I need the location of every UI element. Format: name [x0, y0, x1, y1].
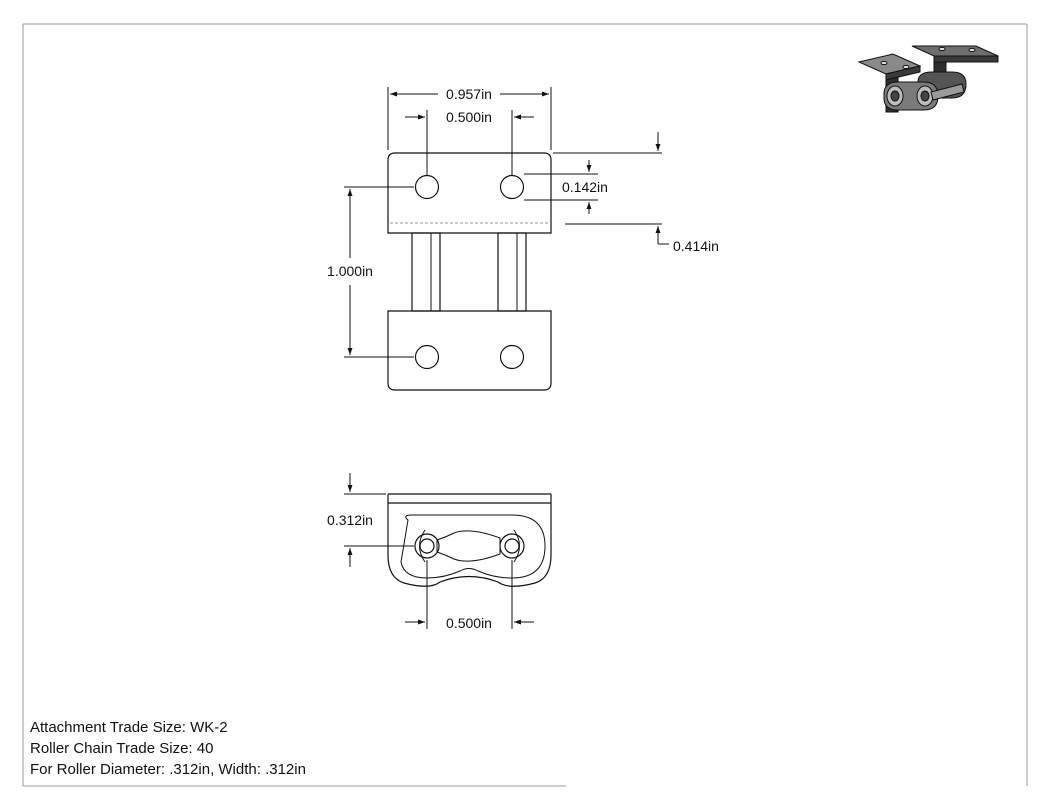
dim-label: 0.500in: [446, 615, 492, 631]
sprocket-arc: [513, 529, 520, 563]
mount-hole: [499, 344, 525, 370]
dim-side-height: [344, 473, 414, 567]
upper-plate: [387, 152, 552, 234]
dim-hole-spacing-side: [405, 560, 534, 629]
mount-hole: [414, 344, 440, 370]
dim-label: 0.142in: [562, 179, 608, 195]
sprocket-arc: [419, 529, 426, 563]
chain-pin: [497, 232, 527, 312]
pin-hole: [419, 538, 435, 554]
inner-link-plate: [436, 530, 501, 562]
chain-pin: [411, 232, 441, 312]
pin-hole: [504, 538, 520, 554]
mount-hole: [499, 174, 525, 200]
dim-hole-offset: [524, 132, 662, 214]
dim-flange-depth: [565, 223, 669, 245]
roller: [499, 533, 525, 559]
dim-pitch-vertical: [344, 186, 414, 358]
dim-overall-width: [387, 87, 552, 150]
dim-label: 0.957in: [446, 86, 492, 102]
side-view: [387, 493, 552, 587]
dim-label: 0.500in: [446, 109, 492, 125]
sheet-border: [22, 23, 1028, 787]
note-roller-spec: For Roller Diameter: .312in, Width: .312…: [30, 761, 306, 778]
dim-label: 0.312in: [327, 512, 373, 528]
mount-hole: [414, 174, 440, 200]
note-chain-size: Roller Chain Trade Size: 40: [30, 740, 214, 757]
roller: [414, 533, 440, 559]
top-view: [387, 152, 552, 391]
title-block-notes: Attachment Trade Size: WK-2 Roller Chain…: [30, 717, 306, 780]
side-link-outline: [387, 503, 552, 587]
dim-hole-spacing-top: [405, 110, 534, 176]
dim-label: 0.414in: [673, 238, 719, 254]
dim-label: 1.000in: [327, 263, 373, 279]
isometric-view: [857, 45, 999, 113]
lower-plate: [387, 310, 552, 391]
note-attachment-size: Attachment Trade Size: WK-2: [30, 719, 228, 736]
